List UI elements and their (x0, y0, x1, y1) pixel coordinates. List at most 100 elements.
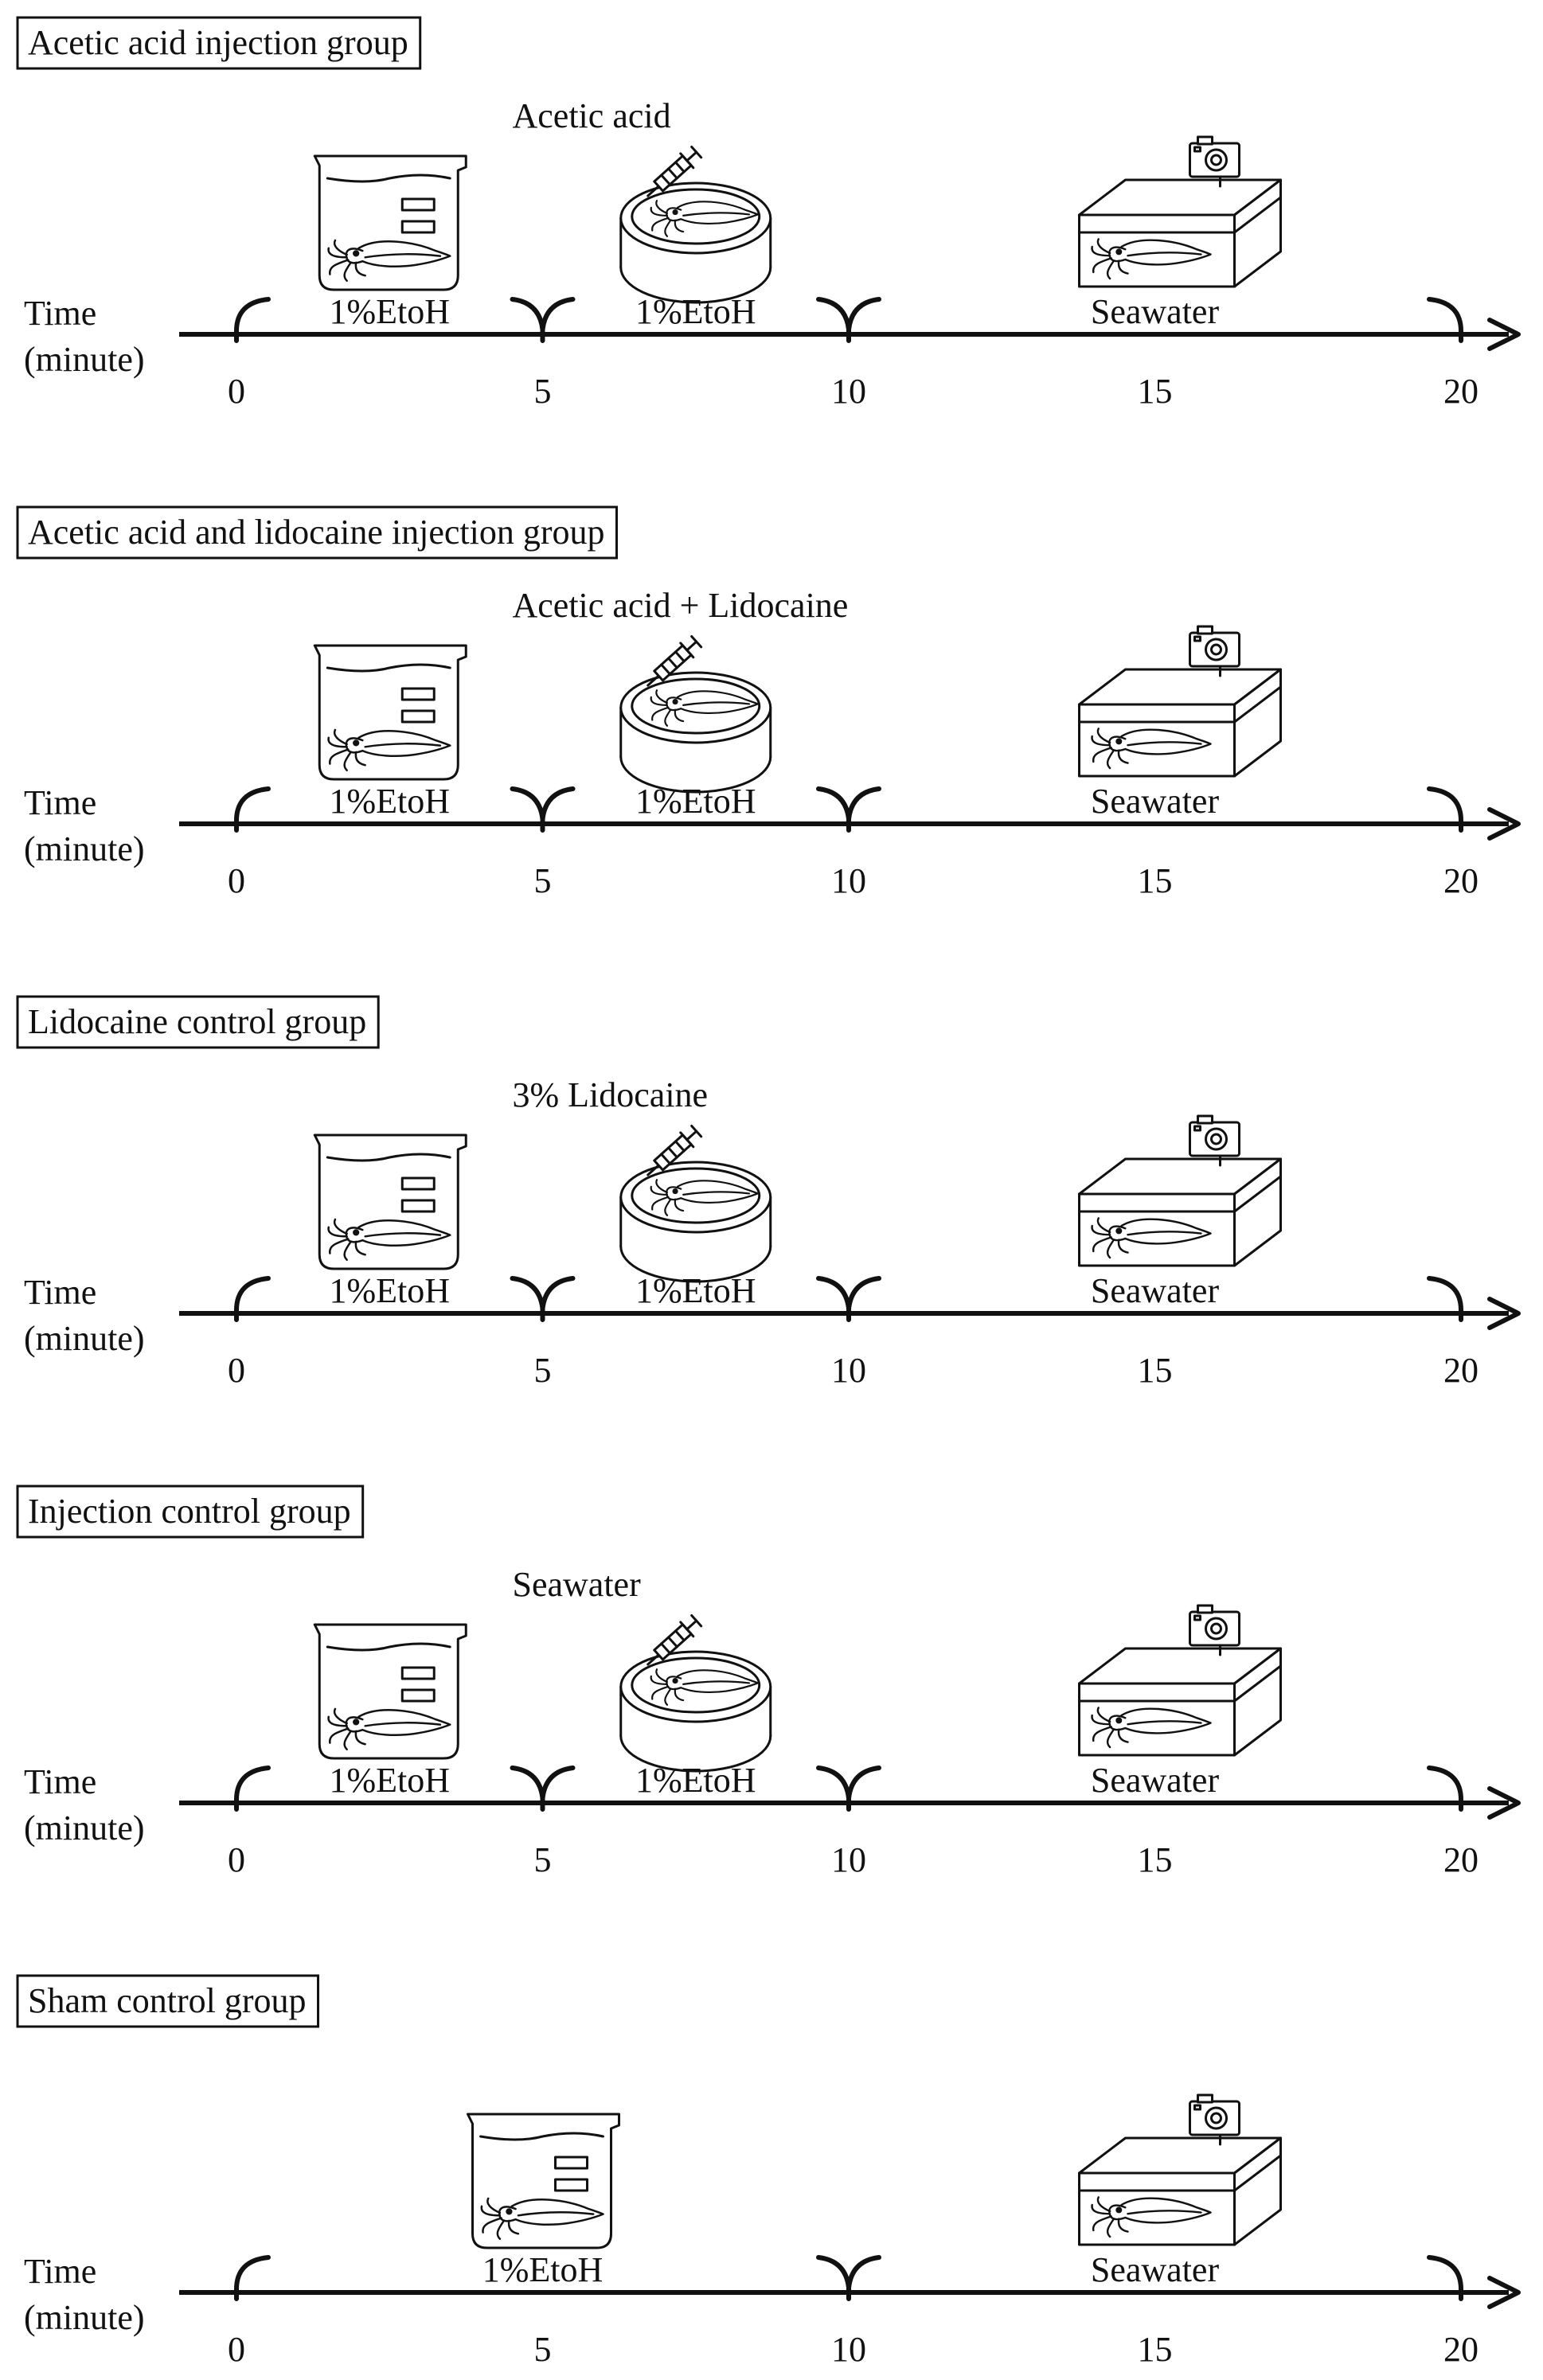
arm-line (354, 261, 366, 277)
camera-bump (1197, 1604, 1213, 1614)
timeline-bracket (1427, 786, 1463, 833)
fin-line (682, 1191, 751, 1196)
needle-line (646, 185, 660, 197)
stage-label: Seawater (1091, 1761, 1220, 1800)
arm-line (354, 751, 366, 767)
tick-label: 5 (534, 1840, 552, 1879)
barrel-tick (667, 1146, 678, 1159)
arm-line (1117, 1239, 1129, 1254)
stage-label: 1%EtoH (635, 292, 756, 331)
eye-dot (506, 2208, 513, 2215)
axis-arrow-icon (1487, 318, 1521, 351)
arm-line (354, 1730, 366, 1746)
eye-dot (1115, 2206, 1123, 2214)
arm-line (343, 1240, 352, 1262)
fin-line (682, 212, 751, 217)
plunger-rod (686, 640, 698, 652)
arm-line (1117, 2218, 1129, 2233)
water-line (1078, 685, 1282, 724)
stage-label: Seawater (1091, 292, 1220, 331)
arm-line (650, 1675, 669, 1685)
arm-line (664, 1687, 672, 1706)
panel-title: Acetic acid and lidocaine injection grou… (28, 513, 605, 552)
timeline-bracket (510, 786, 576, 833)
dish-inner-rim (631, 188, 761, 245)
panel-title-box (16, 995, 380, 1049)
fin-line (517, 2211, 595, 2217)
water-line (1078, 1175, 1282, 1213)
arm-line (1091, 245, 1111, 257)
syringe-icon (646, 145, 703, 197)
panel-title-box (16, 1974, 320, 2028)
arm-line (655, 1668, 669, 1684)
unit-label: (minute) (24, 340, 145, 379)
tick-label: 20 (1443, 1351, 1479, 1390)
stage-label: 1%EtoH (329, 292, 450, 331)
arm-line (650, 206, 669, 217)
injection-label: Seawater (513, 1565, 642, 1604)
arm-line (650, 696, 669, 706)
tick-label: 10 (831, 861, 866, 900)
unit-label: (minute) (24, 829, 145, 868)
tick-label: 20 (1443, 1840, 1479, 1879)
fin-line (1127, 2210, 1202, 2215)
timeline-bracket (1427, 1765, 1463, 1812)
tick-label: 5 (534, 2330, 552, 2369)
cuttlefish-icon (327, 1218, 451, 1262)
camera-bump (1197, 625, 1213, 635)
axis-arrow-icon (1487, 2276, 1521, 2309)
liquid-line (326, 1642, 451, 1652)
arm-line (1096, 2196, 1111, 2213)
timeline-bracket (234, 297, 271, 343)
tank-camera-icon (1078, 1114, 1282, 1267)
fin-line (1127, 741, 1202, 747)
arm-line (1106, 2218, 1115, 2238)
arm-line (343, 1730, 352, 1751)
dish-syringe-icon (619, 145, 772, 304)
arm-line (651, 1196, 670, 1211)
eye-dot (672, 209, 678, 216)
water-line (1078, 1664, 1282, 1703)
barrel-tick (674, 161, 686, 174)
barrel-tick (660, 174, 671, 186)
arm-line (1091, 1224, 1111, 1236)
arm-line (1117, 1728, 1129, 1743)
cuttlefish-icon (327, 728, 451, 772)
tick-label: 10 (831, 1840, 866, 1879)
eye-dot (672, 1188, 678, 1195)
tick-label: 15 (1138, 372, 1173, 411)
timeline-bracket (816, 1765, 881, 1812)
cuttlefish-icon (650, 1179, 759, 1216)
eye-dot (1115, 1717, 1123, 1724)
arm-line (343, 261, 352, 283)
unit-label: (minute) (24, 1808, 145, 1847)
arm-line (674, 1687, 685, 1702)
time-label: Time (24, 2252, 96, 2291)
stage-label: 1%EtoH (482, 2250, 604, 2289)
graduation-mark (400, 1666, 436, 1680)
arm-line (354, 1240, 366, 1256)
stage-label: 1%EtoH (635, 1761, 756, 1800)
panel-title: Injection control group (28, 1492, 351, 1531)
fin-line (682, 701, 751, 706)
tick-label: 0 (228, 1351, 245, 1390)
needle-line (646, 1164, 660, 1176)
cuttlefish-icon (480, 2197, 604, 2241)
tick-label: 15 (1138, 2330, 1173, 2369)
camera-icon (1189, 625, 1240, 677)
camera-lens (1205, 2106, 1228, 2130)
beaker-icon (467, 2113, 620, 2249)
arm-line (655, 689, 669, 704)
fin-line (364, 1722, 442, 1727)
arm-line (674, 219, 685, 233)
panel-title-box (16, 16, 422, 70)
tank-camera-icon (1078, 625, 1282, 778)
fin-line (1127, 1720, 1202, 1726)
dish-inner-rim (631, 1167, 761, 1224)
camera-icon (1189, 1604, 1240, 1656)
arm-line (651, 706, 670, 721)
arm-line (333, 728, 348, 746)
eye-dot (1115, 248, 1123, 256)
graduation-mark (400, 1176, 436, 1191)
timeline-bracket (234, 1765, 271, 1812)
